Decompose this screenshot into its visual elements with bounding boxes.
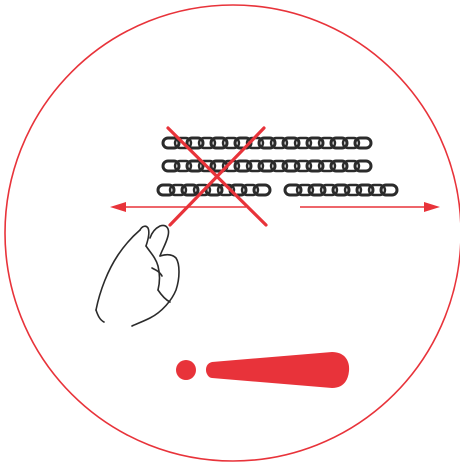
chain-strand bbox=[158, 185, 270, 195]
chain-link bbox=[381, 185, 397, 195]
chain-strand bbox=[163, 138, 371, 148]
chain-link bbox=[355, 161, 371, 171]
pinching-hand-icon bbox=[96, 225, 179, 326]
chain-strands-icon bbox=[158, 138, 397, 195]
chain-link bbox=[254, 185, 270, 195]
arrow-left-icon bbox=[110, 202, 246, 212]
arrow-right-icon bbox=[300, 202, 440, 212]
chain-strand bbox=[163, 161, 371, 171]
exclamation-warning-icon bbox=[176, 352, 349, 388]
circle-frame-icon bbox=[5, 5, 460, 461]
chain-strand bbox=[285, 185, 397, 195]
prohibited-cross-icon bbox=[168, 128, 266, 225]
chain-link bbox=[355, 138, 371, 148]
